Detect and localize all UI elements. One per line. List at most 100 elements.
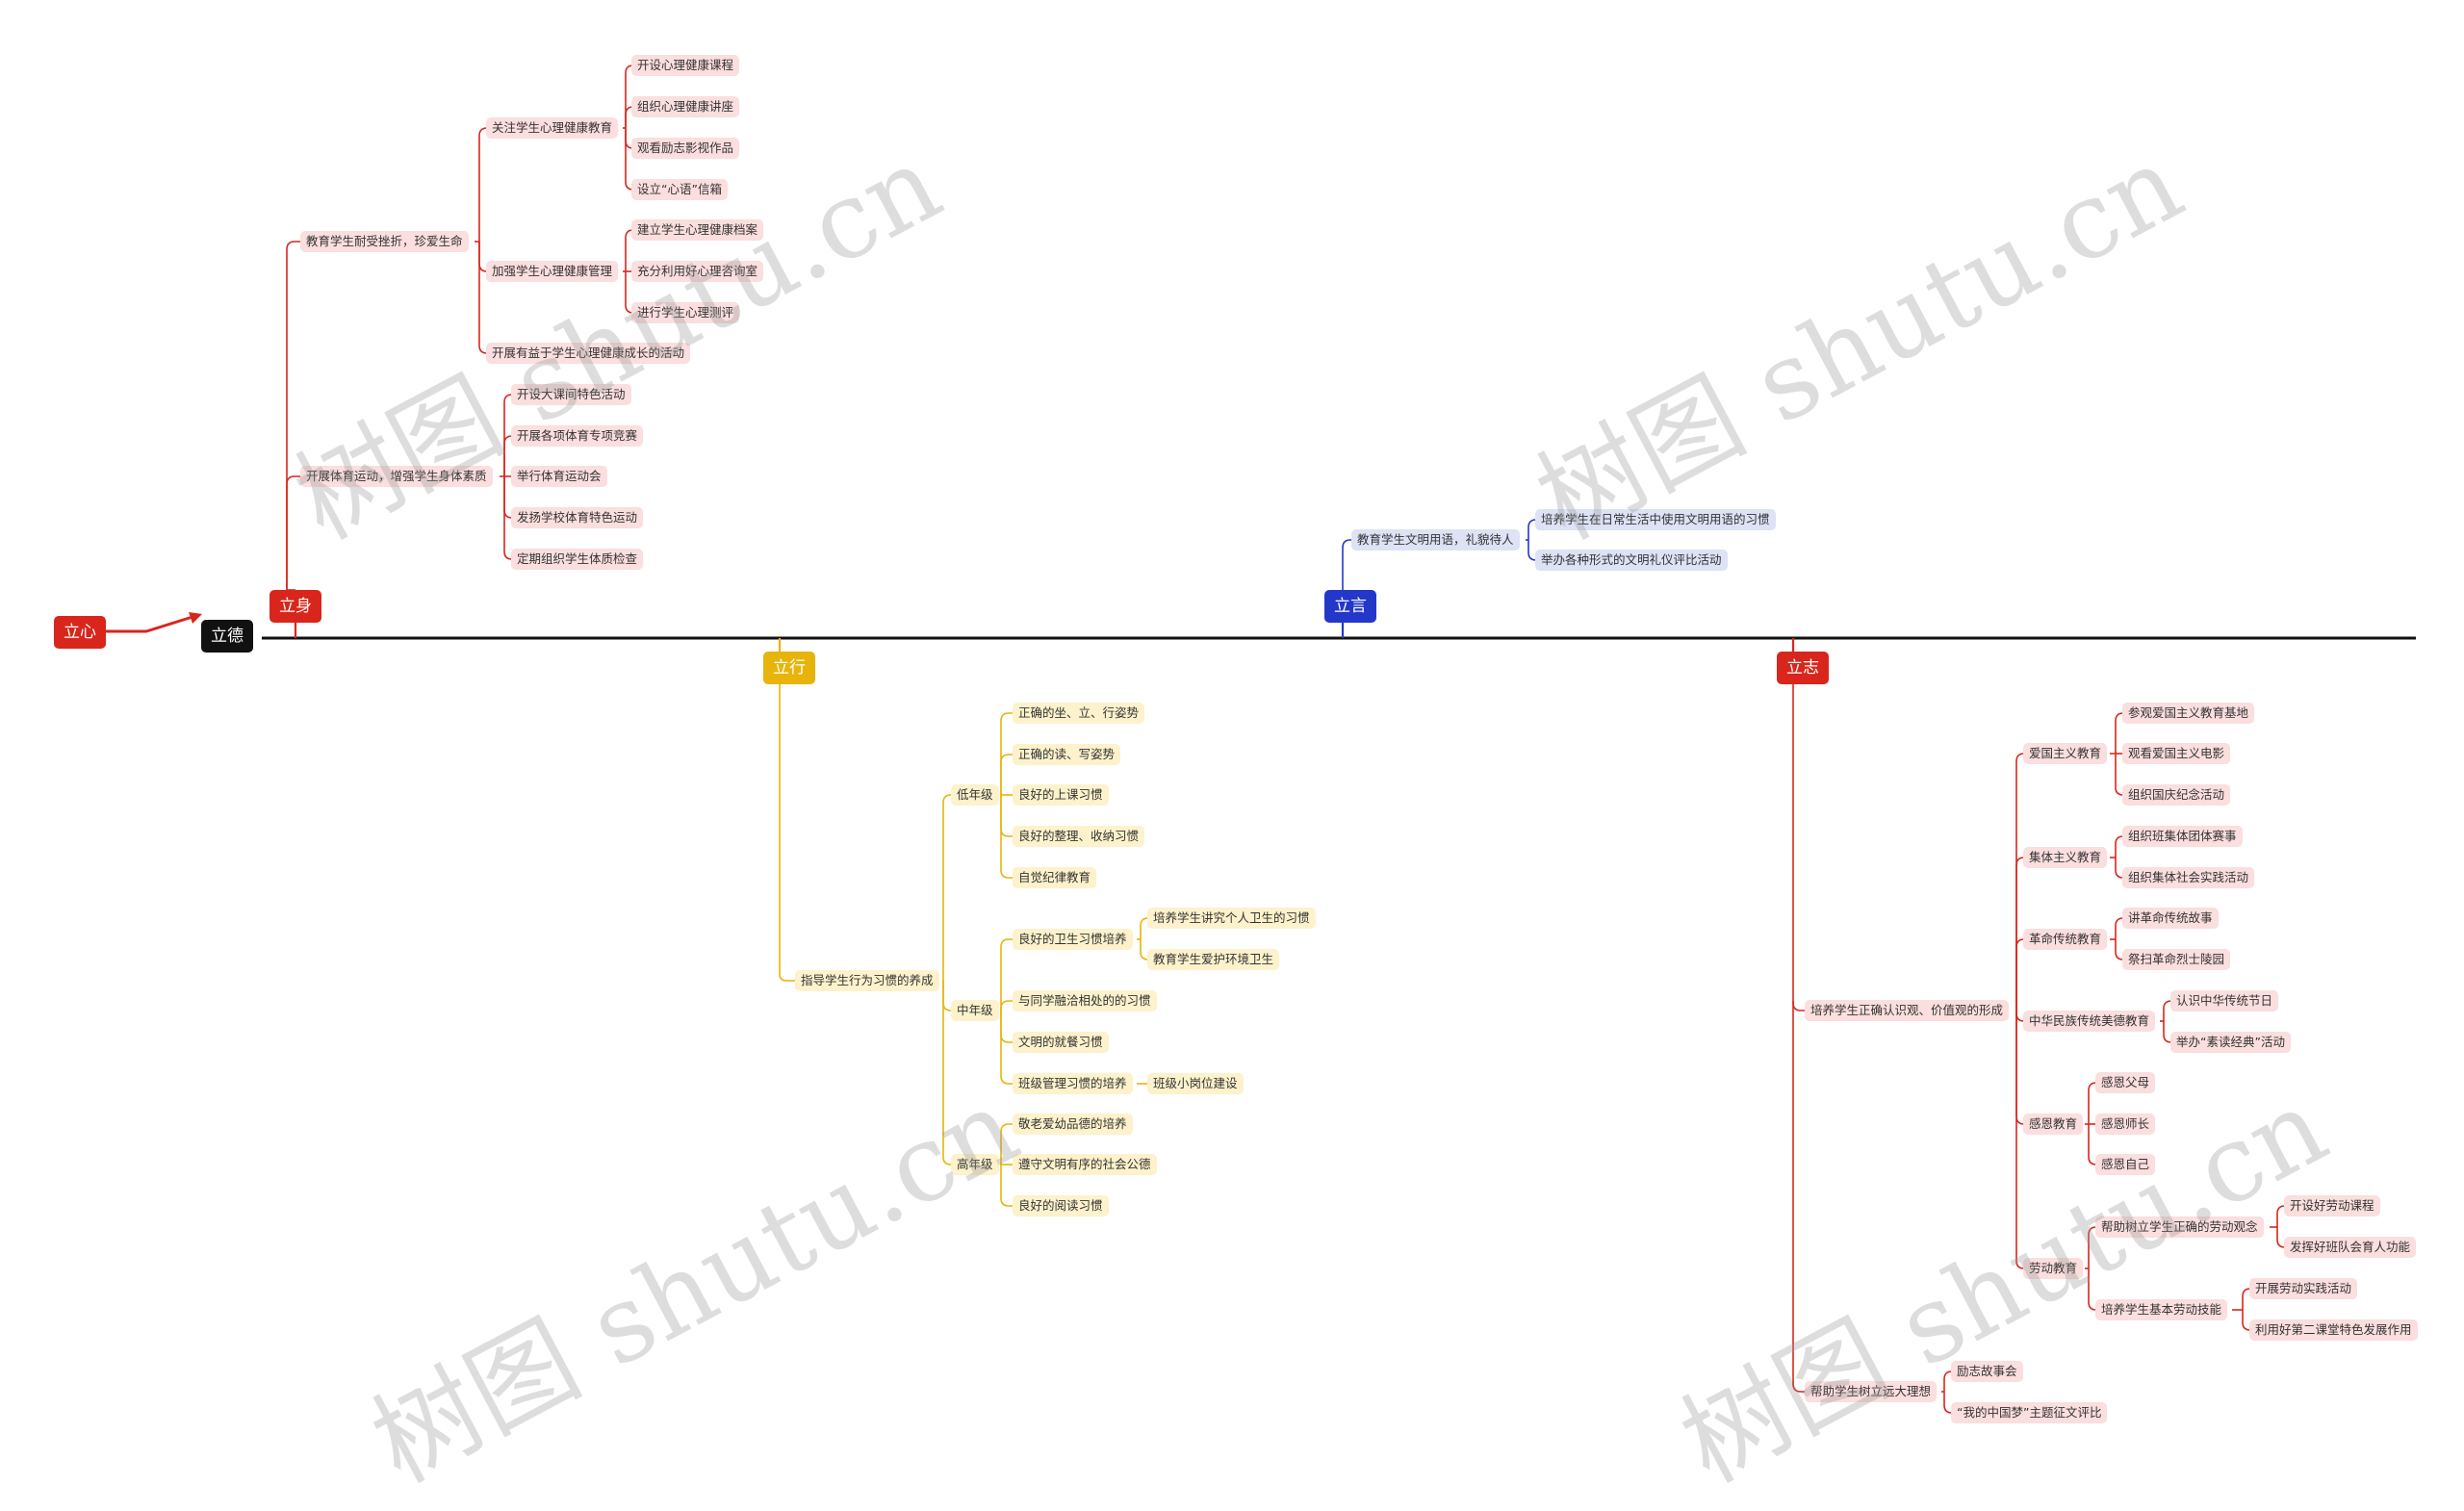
- connector-curve: [1000, 712, 1013, 795]
- connector-curve: [942, 794, 952, 981]
- leaf-node[interactable]: 组织班集体团体赛事: [2122, 826, 2243, 847]
- connector-curve: [1000, 795, 1013, 837]
- leaf-node[interactable]: 教育学生爱护环境卫生: [1147, 949, 1280, 970]
- leaf-node[interactable]: 发挥好班队会育人功能: [2284, 1237, 2417, 1258]
- connector-curve: [478, 242, 488, 354]
- connector-curve: [1000, 1165, 1013, 1207]
- topic-node[interactable]: 良好的卫生习惯培养: [1013, 929, 1133, 950]
- leaf-node[interactable]: 利用好第二课堂特色发展作用: [2249, 1319, 2418, 1341]
- leaf-node[interactable]: 定期组织学生体质检查: [511, 549, 644, 570]
- leaf-node[interactable]: “我的中国梦”主题征文评比: [1951, 1402, 2108, 1423]
- leaf-node[interactable]: 良好的阅读习惯: [1013, 1195, 1109, 1216]
- branch-liyan[interactable]: 立言: [1324, 590, 1376, 623]
- root-lide[interactable]: 立德: [201, 620, 253, 653]
- connector-curve: [286, 241, 300, 590]
- topic-node[interactable]: 教育学生文明用语，礼貌待人: [1351, 529, 1520, 551]
- topic-node[interactable]: 中年级: [951, 1000, 999, 1021]
- connector-curve: [1792, 1001, 1805, 1012]
- connector-curve: [779, 973, 795, 982]
- leaf-node[interactable]: 开设大课间特色活动: [511, 384, 631, 405]
- root-arrow: [106, 615, 193, 633]
- leaf-node[interactable]: 良好的上课习惯: [1013, 784, 1109, 806]
- connector-curve: [942, 981, 952, 1165]
- connector-curve: [1000, 1011, 1013, 1043]
- leaf-node[interactable]: 认识中华传统节日: [2170, 990, 2279, 1012]
- arrow-head: [189, 612, 202, 624]
- connector-curve: [286, 475, 300, 590]
- leaf-node[interactable]: 建立学生心理健康档案: [631, 219, 764, 241]
- topic-node[interactable]: 文明的就餐习惯: [1013, 1032, 1109, 1053]
- leaf-node[interactable]: 遵守文明有序的社会公德: [1013, 1154, 1157, 1175]
- topic-node[interactable]: 集体主义教育: [2023, 847, 2108, 868]
- connector-curve: [2015, 753, 2025, 1011]
- leaf-node[interactable]: 举行体育运动会: [511, 466, 607, 487]
- leaf-node[interactable]: 培养学生讲究个人卫生的习惯: [1147, 908, 1316, 929]
- topic-node[interactable]: 加强学生心理健康管理: [486, 261, 619, 282]
- connector-curve: [478, 127, 488, 242]
- mindmap-connectors: [106, 64, 2416, 1414]
- connector-curve: [1792, 1382, 1805, 1393]
- connector-curve: [1000, 1123, 1013, 1165]
- topic-node[interactable]: 培养学生基本劳动技能: [2095, 1299, 2228, 1320]
- connector-curve: [1000, 795, 1013, 879]
- branch-lishen[interactable]: 立身: [270, 590, 321, 623]
- leaf-node[interactable]: 观看爱国主义电影: [2122, 743, 2231, 764]
- leaf-node[interactable]: 开展各项体育专项竞赛: [511, 425, 644, 447]
- topic-node[interactable]: 帮助学生树立远大理想: [1805, 1381, 1938, 1402]
- connector-curve: [1000, 1011, 1013, 1085]
- leaf-node[interactable]: 设立“心语”信箱: [631, 179, 728, 200]
- connector-curve: [942, 981, 952, 1012]
- leaf-node[interactable]: 良好的整理、收纳习惯: [1013, 826, 1145, 847]
- connector-curve: [1000, 754, 1013, 795]
- leaf-node[interactable]: 开展劳动实践活动: [2249, 1278, 2358, 1299]
- branch-lizhi[interactable]: 立志: [1777, 652, 1829, 684]
- leaf-node[interactable]: 感恩父母: [2095, 1072, 2156, 1093]
- topic-node[interactable]: 开展有益于学生心理健康成长的活动: [486, 343, 691, 364]
- leaf-node[interactable]: 组织集体社会实践活动: [2122, 867, 2255, 888]
- leaf-node[interactable]: 举办“素读经典”活动: [2170, 1032, 2291, 1053]
- leaf-node[interactable]: 敬老爱幼品德的培养: [1013, 1114, 1133, 1135]
- connector-curve: [1000, 938, 1013, 1011]
- topic-node[interactable]: 低年级: [951, 784, 999, 806]
- leaf-node[interactable]: 组织心理健康讲座: [631, 96, 740, 117]
- topic-node[interactable]: 爱国主义教育: [2023, 743, 2108, 764]
- leaf-node[interactable]: 观看励志影视作品: [631, 138, 740, 159]
- topic-node[interactable]: 感恩教育: [2023, 1114, 2084, 1135]
- topic-node[interactable]: 中华民族传统美德教育: [2023, 1011, 2156, 1032]
- connector-curve: [2015, 938, 2025, 1011]
- leaf-node[interactable]: 参观爱国主义教育基地: [2122, 703, 2255, 724]
- topic-node[interactable]: 劳动教育: [2023, 1258, 2084, 1279]
- leaf-node[interactable]: 开设心理健康课程: [631, 55, 740, 76]
- leaf-node[interactable]: 感恩自己: [2095, 1154, 2156, 1175]
- topic-node[interactable]: 革命传统教育: [2023, 929, 2108, 950]
- leaf-node[interactable]: 组织国庆纪念活动: [2122, 784, 2231, 806]
- leaf-node[interactable]: 培养学生在日常生活中使用文明用语的习惯: [1535, 509, 1776, 530]
- topic-node[interactable]: 高年级: [951, 1154, 999, 1175]
- topic-node[interactable]: 指导学生行为习惯的养成: [795, 970, 939, 991]
- topic-node[interactable]: 帮助树立学生正确的劳动观念: [2095, 1216, 2264, 1238]
- leaf-node[interactable]: 进行学生心理测评: [631, 302, 740, 323]
- topic-node[interactable]: 班级管理习惯的培养: [1013, 1073, 1133, 1094]
- leaf-node[interactable]: 开设好劳动课程: [2284, 1195, 2380, 1216]
- leaf-node[interactable]: 正确的坐、立、行姿势: [1013, 703, 1145, 724]
- leaf-node[interactable]: 祭扫革命烈士陵园: [2122, 949, 2231, 970]
- connector-curve: [1342, 539, 1351, 549]
- topic-node[interactable]: 开展体育运动，增强学生身体素质: [300, 466, 493, 487]
- topic-node[interactable]: 培养学生正确认识观、价值观的形成: [1805, 1000, 2010, 1021]
- leaf-node[interactable]: 感恩师长: [2095, 1114, 2156, 1135]
- leaf-node[interactable]: 发扬学校体育特色运动: [511, 507, 644, 528]
- leaf-node[interactable]: 讲革命传统故事: [2122, 908, 2219, 929]
- topic-node[interactable]: 关注学生心理健康教育: [486, 117, 619, 139]
- leaf-node[interactable]: 正确的读、写姿势: [1013, 744, 1121, 765]
- root-lixin[interactable]: 立心: [54, 616, 106, 649]
- leaf-node[interactable]: 举办各种形式的文明礼仪评比活动: [1535, 550, 1728, 571]
- leaf-node[interactable]: 充分利用好心理咨询室: [631, 261, 764, 282]
- topic-node[interactable]: 教育学生耐受挫折，珍爱生命: [300, 231, 469, 252]
- leaf-node[interactable]: 励志故事会: [1951, 1361, 2023, 1382]
- connector-curve: [1000, 1000, 1013, 1011]
- leaf-node[interactable]: 自觉纪律教育: [1013, 867, 1097, 888]
- leaf-node[interactable]: 班级小岗位建设: [1147, 1073, 1244, 1094]
- topic-node[interactable]: 与同学融洽相处的的习惯: [1013, 990, 1157, 1012]
- connector-curve: [2015, 1011, 2025, 1269]
- branch-lixing[interactable]: 立行: [763, 652, 815, 684]
